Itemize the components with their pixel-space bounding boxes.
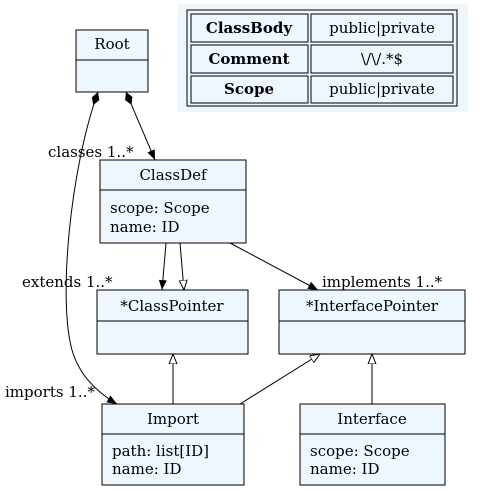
class-root-name: Root bbox=[94, 35, 129, 53]
legend-key-cell bbox=[190, 13, 309, 43]
legend-value-scope: public|private bbox=[329, 80, 435, 98]
edge-label-classes: classes 1..* bbox=[48, 143, 134, 161]
edge-import-interfacepointer bbox=[239, 354, 320, 405]
edge-label-implements: implements 1..* bbox=[322, 273, 443, 291]
class-interface-name: Interface bbox=[337, 410, 407, 428]
class-interface-box bbox=[299, 403, 446, 486]
class-interfacepointer: *InterfacePointer bbox=[278, 289, 466, 355]
legend-value-comment: \/\/.*$ bbox=[361, 50, 403, 68]
legend-value-classbody: public|private bbox=[329, 19, 435, 37]
legend-key-comment: Comment bbox=[208, 50, 289, 68]
legend-value-cell bbox=[310, 44, 454, 74]
class-classdef-box bbox=[99, 159, 247, 244]
edge-classdef-interfacepointer bbox=[229, 242, 319, 291]
class-classpointer-name: *ClassPointer bbox=[120, 297, 224, 315]
edge-root-classdef bbox=[125, 91, 156, 161]
legend-value-cell bbox=[310, 75, 454, 104]
legend-key-cell bbox=[190, 44, 309, 74]
class-import-attr-name: name: ID bbox=[112, 460, 181, 478]
class-interface-attr-scope: scope: Scope bbox=[310, 442, 410, 460]
legend-key-classbody: ClassBody bbox=[206, 19, 293, 37]
class-classdef-attr-scope: scope: Scope bbox=[110, 199, 210, 217]
edge-classdef-classpointer-inherit bbox=[180, 242, 184, 290]
class-import-box bbox=[101, 403, 245, 486]
class-interfacepointer-box bbox=[278, 289, 466, 355]
edge-classdef-classpointer-ref bbox=[158, 242, 167, 291]
legend-key-cell bbox=[190, 75, 309, 104]
edge-label-extends: extends 1..* bbox=[22, 273, 113, 291]
legend-key-scope: Scope bbox=[224, 80, 274, 98]
class-root-box bbox=[75, 29, 149, 93]
class-interfacepointer-name: *InterfacePointer bbox=[306, 297, 439, 315]
class-classpointer-box bbox=[96, 289, 249, 355]
class-interface: Interface scope: Scope name: ID bbox=[299, 403, 446, 486]
legend-value-cell bbox=[310, 13, 454, 43]
edges bbox=[65, 91, 372, 405]
legend-table: ClassBody public|private Comment \/\/.*$… bbox=[178, 4, 468, 112]
class-classdef-name: ClassDef bbox=[139, 166, 208, 184]
class-classdef-attr-name: name: ID bbox=[110, 218, 179, 236]
class-interface-attr-name: name: ID bbox=[310, 460, 379, 478]
class-classpointer: *ClassPointer bbox=[96, 289, 249, 355]
class-import-attr-path: path: list[ID] bbox=[112, 442, 209, 460]
legend-background bbox=[178, 4, 468, 112]
edge-label-imports: imports 1..* bbox=[5, 383, 95, 401]
legend-border bbox=[186, 9, 458, 107]
class-classdef: ClassDef scope: Scope name: ID bbox=[99, 159, 247, 244]
edge-root-import bbox=[65, 91, 118, 405]
class-import: Import path: list[ID] name: ID bbox=[101, 403, 245, 486]
class-root: Root bbox=[75, 29, 149, 93]
class-import-name: Import bbox=[147, 410, 199, 428]
